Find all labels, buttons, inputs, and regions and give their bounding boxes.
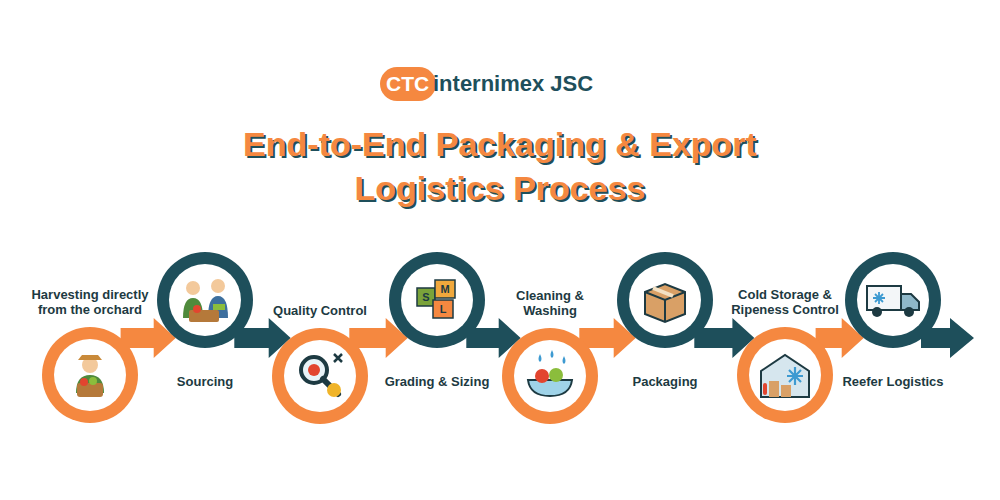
process-circle: Cleaning & Washing (502, 328, 598, 424)
size-letter: M (440, 283, 449, 295)
step-text: Cleaning & Washing (516, 288, 584, 318)
size-letter: L (440, 303, 447, 315)
step-text: Reefer Logistics (842, 374, 943, 389)
step-label: Packaging (600, 374, 730, 389)
process-circle: Reefer Logistics (845, 252, 941, 348)
brand-name: internimex JSC (433, 71, 593, 97)
step-text: Quality Control (273, 303, 367, 318)
process-circle: Grading & SizingSML (389, 252, 485, 348)
step-label: Sourcing (140, 374, 270, 389)
step-icon (635, 270, 695, 330)
step-label: Reefer Logistics (828, 374, 958, 389)
step-text: Cold Storage & Ripeness Control (731, 287, 839, 317)
step-label: Grading & Sizing (367, 374, 507, 389)
step-text: Packaging (632, 374, 697, 389)
step-label: Cold Storage & Ripeness Control (719, 287, 851, 317)
step-icon (407, 270, 467, 330)
step-label: Harvesting directly from the orchard (30, 287, 150, 317)
step-icon (290, 346, 350, 406)
step-text: Grading & Sizing (385, 374, 490, 389)
logo-badge: CTC (380, 67, 436, 101)
size-letter: S (422, 291, 429, 303)
step-text: Sourcing (177, 374, 233, 389)
step-icon (520, 346, 580, 406)
diagram-title: End-to-End Packaging & Export Logistics … (200, 122, 800, 210)
step-icon (755, 345, 815, 405)
step-text: Harvesting directly from the orchard (31, 287, 148, 317)
step-label: Cleaning & Washing (495, 288, 605, 318)
process-circle: Harvesting directly from the orchard (42, 327, 138, 423)
circle-inner (169, 264, 241, 336)
step-icon (60, 345, 120, 405)
logo-text: CTC (380, 67, 435, 101)
step-label: Quality Control (255, 303, 385, 318)
step-icon (863, 270, 923, 330)
process-circle: Quality Control (272, 328, 368, 424)
process-circle: Sourcing (157, 252, 253, 348)
step-icon (175, 270, 235, 330)
process-circle: Cold Storage & Ripeness Control (737, 327, 833, 423)
process-circle: Packaging (617, 252, 713, 348)
